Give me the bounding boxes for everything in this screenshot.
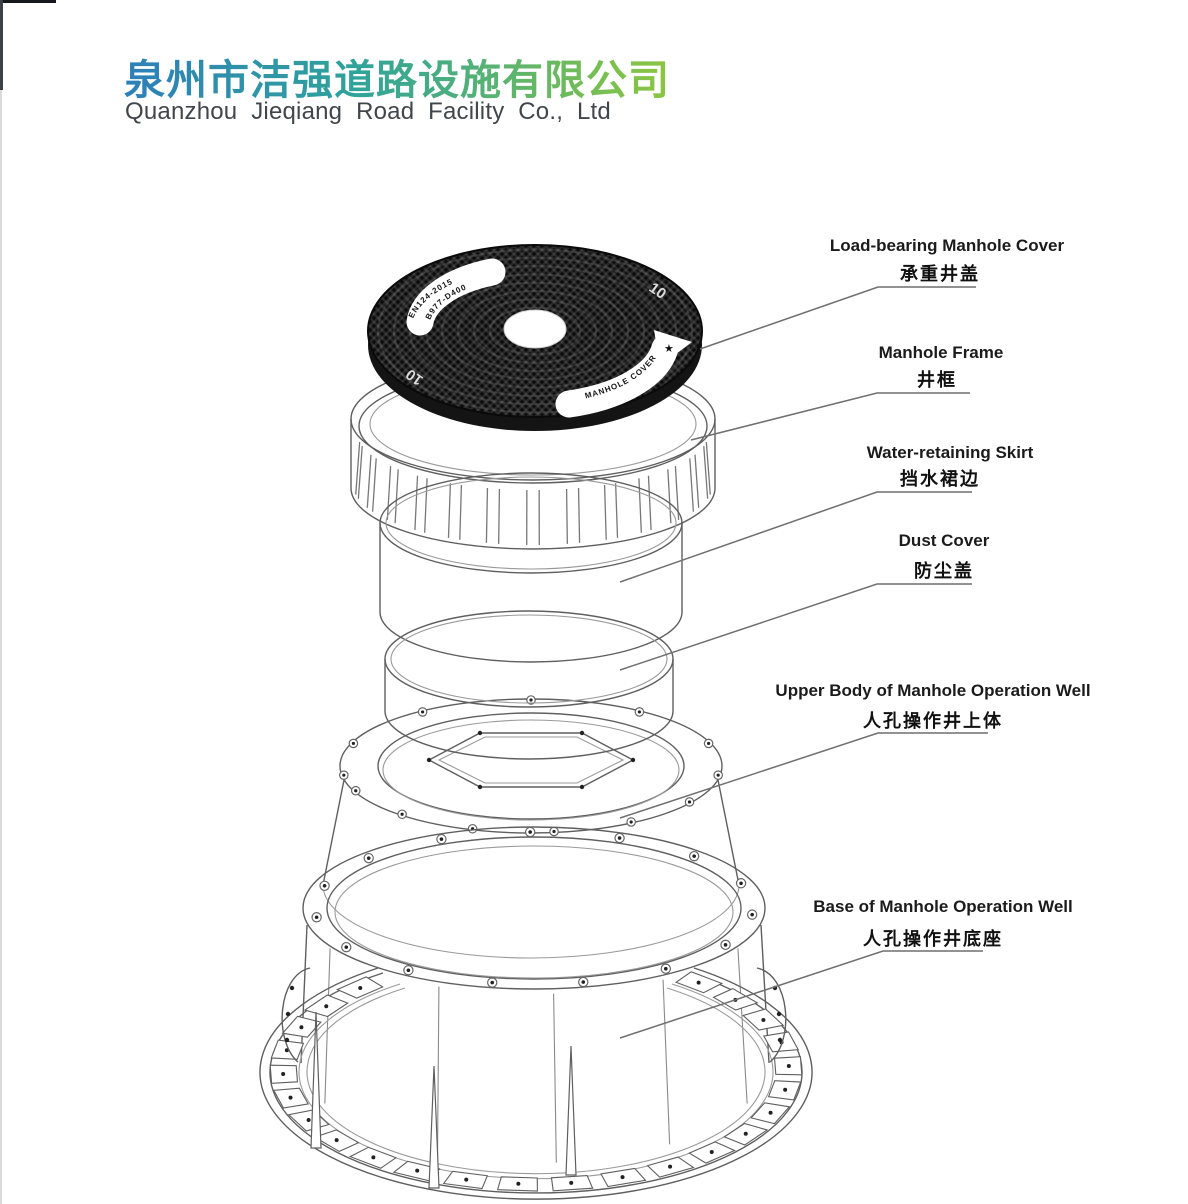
label-upper-body-zh: 人孔操作井上体 xyxy=(863,710,1003,731)
frame-ribs xyxy=(355,442,711,545)
part-labels: Load-bearing Manhole Cover 承重井盖 Manhole … xyxy=(775,236,1090,949)
leader-lines xyxy=(619,286,988,1039)
scan-artifact-left xyxy=(0,0,3,90)
part-dust-cover-drawing xyxy=(384,610,674,760)
base-pin-middle xyxy=(428,1065,440,1189)
cover-arrow-icon xyxy=(654,330,692,366)
base-side-lug-left xyxy=(281,967,311,1063)
label-dust-zh: 防尘盖 xyxy=(914,560,974,581)
company-name-english: Quanzhou Jieqiang Road Facility Co., Ltd xyxy=(125,98,611,125)
page-left-edge xyxy=(0,0,2,1204)
label-frame-zh: 井框 xyxy=(917,369,957,390)
label-cover-en: Load-bearing Manhole Cover xyxy=(830,236,1065,255)
upper-body-bolt-ears xyxy=(339,695,723,837)
base-flange-bolt-ears xyxy=(311,826,758,988)
part-manhole-frame-drawing xyxy=(350,357,716,550)
label-skirt-zh: 挡水裙边 xyxy=(900,468,980,489)
cover-star-icon: ★ xyxy=(664,343,674,355)
base-facet-lines xyxy=(324,948,748,1163)
cover-size-mark-1: 10 xyxy=(646,279,669,302)
part-water-retaining-skirt-drawing xyxy=(379,472,683,663)
label-base-zh: 人孔操作井底座 xyxy=(863,928,1003,949)
part-base-drawing xyxy=(259,826,813,1200)
label-frame-en: Manhole Frame xyxy=(879,343,1004,362)
label-cover-zh: 承重井盖 xyxy=(900,263,980,284)
base-side-lug-right xyxy=(756,967,787,1063)
company-name-chinese: 泉州市洁强道路设施有限公司 xyxy=(124,46,670,106)
base-pin-right xyxy=(565,1045,577,1176)
base-pin-left xyxy=(310,1011,322,1149)
cover-marking-band-top xyxy=(406,258,506,336)
part-load-bearing-manhole-cover-drawing: EN124-2015 B977-D400 MANHOLE COVER ★ 10 … xyxy=(367,244,703,431)
part-upper-body-drawing xyxy=(322,695,740,959)
scan-artifact-top xyxy=(0,0,56,3)
base-anchor-tabs xyxy=(269,971,803,1192)
label-dust-en: Dust Cover xyxy=(899,531,990,550)
cover-size-mark-2: 10 xyxy=(403,365,426,388)
cover-knurl-rings xyxy=(376,248,694,414)
label-base-en: Base of Manhole Operation Well xyxy=(813,897,1072,916)
label-upper-body-en: Upper Body of Manhole Operation Well xyxy=(775,681,1090,700)
cover-center-hole xyxy=(503,309,567,349)
label-skirt-en: Water-retaining Skirt xyxy=(867,443,1034,462)
